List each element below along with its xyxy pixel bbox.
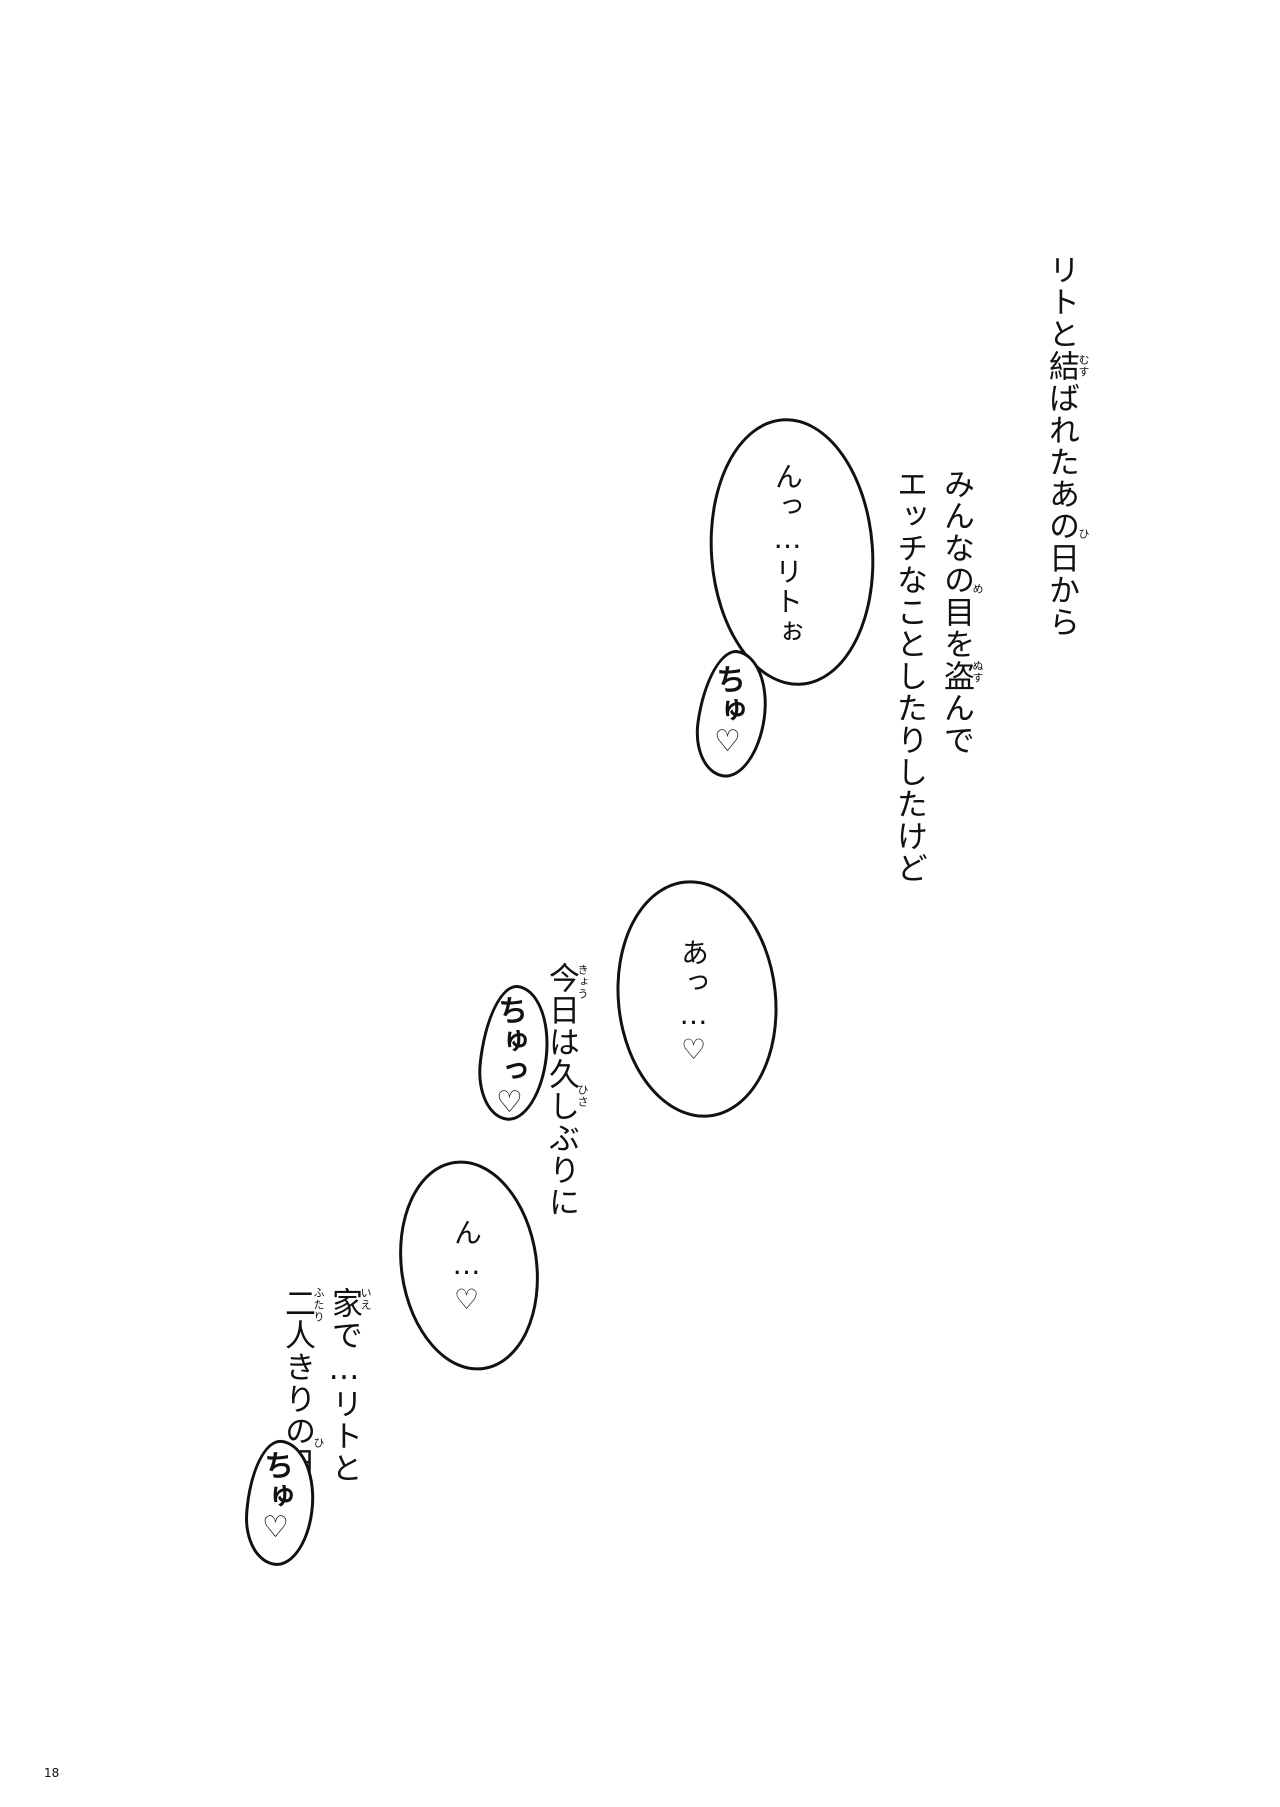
page-number: 18: [44, 1766, 60, 1780]
speech-bubble-2-text: あっ…♡: [677, 938, 710, 1068]
ruby-nusu: ぬす: [971, 660, 984, 684]
kiss-sfx-2-text: ちゅっ♡: [492, 995, 527, 1120]
narration-line-3: エッチなことしたりしたけど: [891, 468, 927, 884]
ruby-hi-2: ひ: [312, 1437, 325, 1449]
narration-line-5: 家で…リトと: [326, 1287, 362, 1484]
kiss-sfx-3-text: ちゅ♡: [258, 1450, 293, 1545]
narration-line-4: 今日は久しぶりに: [543, 962, 579, 1218]
narration-line-2: みんなの目を盗んで: [938, 468, 974, 756]
ruby-hisa: ひさ: [576, 1084, 589, 1108]
ruby-futari: ふたり: [312, 1287, 325, 1323]
ruby-kyou: きょう: [576, 964, 589, 1000]
ruby-musu: むす: [1077, 354, 1090, 378]
ruby-hi-1: ひ: [1077, 528, 1090, 540]
ruby-ie: いえ: [359, 1287, 372, 1311]
kiss-sfx-1-text: ちゅ♡: [710, 664, 745, 759]
narration-line-1: リトと結ばれたあの日から: [1043, 254, 1079, 638]
ruby-me: め: [971, 583, 984, 595]
speech-bubble-3-text: ん…♡: [450, 1218, 483, 1318]
speech-bubble-1-text: んっ…リトぉ: [771, 462, 804, 647]
